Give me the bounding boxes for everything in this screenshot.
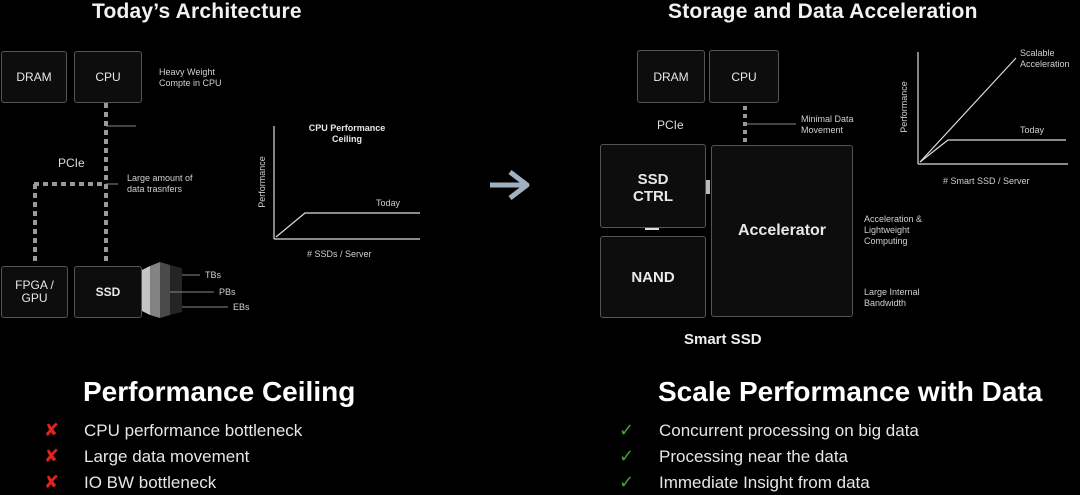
right-cpu-box: CPU xyxy=(709,50,779,103)
accelerator-box: Accelerator xyxy=(711,145,853,317)
fpga-label-line2: GPU xyxy=(21,291,48,305)
size-ebs: EBs xyxy=(233,302,250,312)
left-dram-box: DRAM xyxy=(1,51,67,103)
ceiling-item: ✘ Large data movement xyxy=(44,446,250,466)
right-arrow-icon xyxy=(490,170,530,200)
nand-box: NAND xyxy=(600,236,706,318)
fpga-gpu-box: FPGA / GPU xyxy=(1,266,68,318)
check-icon: ✓ xyxy=(619,446,635,466)
left-plot-today-label: Today xyxy=(376,198,401,208)
transfer-note: Large amount of data trasnfers xyxy=(127,173,193,194)
performance-ceiling-heading: Performance Ceiling xyxy=(83,376,356,407)
scale-performance-heading: Scale Performance with Data xyxy=(658,376,1043,407)
cpu-note: Heavy Weight Compte in CPU xyxy=(159,67,222,88)
left-plot xyxy=(273,126,420,240)
minimal-note: Minimal Data Movement xyxy=(801,114,854,135)
left-plot-xlabel: # SSDs / Server xyxy=(307,249,372,259)
right-dram-label: DRAM xyxy=(653,69,689,84)
check-icon: ✓ xyxy=(619,472,635,492)
bandwidth-note: Large Internal Bandwidth xyxy=(864,287,920,308)
ssd-ctrl-box: SSD CTRL xyxy=(600,144,706,228)
size-pbs: PBs xyxy=(219,287,236,297)
smart-ssd-label: Smart SSD xyxy=(684,331,762,348)
nand-label: NAND xyxy=(631,268,675,286)
left-pcie-label: PCIe xyxy=(58,156,85,170)
left-title: Today’s Architecture xyxy=(92,0,302,23)
left-dram-label: DRAM xyxy=(16,70,52,84)
right-title: Storage and Data Acceleration xyxy=(668,0,978,23)
accelerator-label: Accelerator xyxy=(737,222,827,239)
right-pcie-label: PCIe xyxy=(657,118,684,132)
left-plot-curve xyxy=(275,212,420,238)
left-ssd-box: SSD xyxy=(74,266,142,318)
ssd-ctrl-line1: SSD xyxy=(637,171,669,188)
right-plot-xlabel: # Smart SSD / Server xyxy=(943,176,1030,186)
ssd-ctrl-line2: CTRL xyxy=(633,188,673,205)
scale-item: ✓ Concurrent processing on big data xyxy=(619,420,919,440)
cross-icon: ✘ xyxy=(44,420,60,440)
scale-item: ✓ Immediate Insight from data xyxy=(619,472,870,492)
right-plot-today-curve xyxy=(919,139,1066,163)
right-plot-ylabel: Performance xyxy=(899,81,909,133)
fpga-label-line1: FPGA / xyxy=(15,278,54,292)
accel-note: Acceleration & Lightweight Computing xyxy=(864,214,923,246)
right-cpu-label: CPU xyxy=(731,69,757,84)
left-ssd-label: SSD xyxy=(95,285,121,299)
data-stack xyxy=(142,262,182,318)
left-plot-ylabel: Performance xyxy=(257,156,267,208)
left-plot-title: CPU Performance Ceiling xyxy=(308,123,386,144)
cross-icon: ✘ xyxy=(44,472,60,492)
right-plot-scalable-curve xyxy=(919,57,1017,163)
right-plot-today-label: Today xyxy=(1020,125,1045,135)
right-plot-scalable-label: Scalable Acceleration xyxy=(1020,48,1070,69)
ceiling-item: ✘ IO BW bottleneck xyxy=(44,472,217,492)
right-plot xyxy=(917,52,1068,165)
check-icon: ✓ xyxy=(619,420,635,440)
ceiling-item: ✘ CPU performance bottleneck xyxy=(44,420,303,440)
size-tbs: TBs xyxy=(205,270,222,280)
left-cpu-label: CPU xyxy=(95,70,121,84)
scale-item: ✓ Processing near the data xyxy=(619,446,849,466)
left-cpu-box: CPU xyxy=(74,51,142,103)
right-dram-box: DRAM xyxy=(637,50,705,103)
cross-icon: ✘ xyxy=(44,446,60,466)
